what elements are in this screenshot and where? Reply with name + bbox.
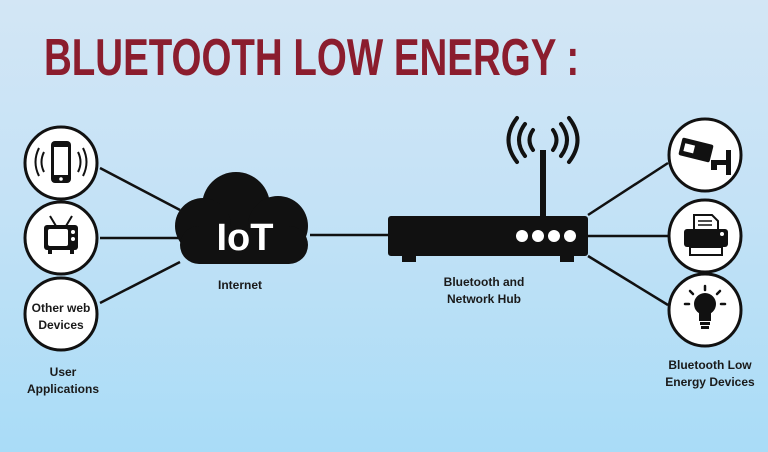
ble-label-line2: Energy Devices <box>665 375 755 389</box>
user-apps-label-line2: Applications <box>26 382 99 396</box>
smartphone-icon <box>34 141 88 183</box>
security-camera-icon <box>678 137 731 175</box>
printer-node <box>667 198 743 274</box>
other-web-label-line1: Other web <box>31 301 91 315</box>
other-web-devices-node <box>23 276 99 352</box>
ble-label-line1: Bluetooth Low <box>668 358 752 372</box>
hub-label: Bluetooth and Network Hub <box>434 274 534 308</box>
line-web-cloud <box>99 260 181 305</box>
cloud-icon <box>175 172 308 264</box>
connector-lines <box>99 161 669 307</box>
other-web-devices-label: Other web Devices <box>31 300 91 334</box>
lightbulb-node <box>667 272 743 348</box>
user-applications-label: User Applications <box>21 364 105 398</box>
line-hub-bulb <box>587 254 669 307</box>
hub-label-line2: Network Hub <box>446 292 521 306</box>
line-hub-camera <box>587 161 669 217</box>
printer-icon <box>684 214 728 256</box>
tv-icon <box>44 215 78 254</box>
user-apps-label-line1: User <box>49 365 77 379</box>
ble-devices-label: Bluetooth Low Energy Devices <box>660 357 760 391</box>
cloud-label: IoT <box>217 217 274 259</box>
smartphone-node <box>23 125 99 201</box>
line-phone-cloud <box>99 166 181 212</box>
other-web-label-line2: Devices <box>38 318 84 332</box>
tv-node <box>23 200 99 276</box>
security-camera-node <box>667 117 743 193</box>
hub-label-line1: Bluetooth and <box>443 275 525 289</box>
router-icon <box>388 116 588 262</box>
page-title: BLUETOOTH LOW ENERGY : <box>44 29 580 87</box>
lightbulb-icon <box>683 284 727 329</box>
internet-label: Internet <box>217 278 262 292</box>
